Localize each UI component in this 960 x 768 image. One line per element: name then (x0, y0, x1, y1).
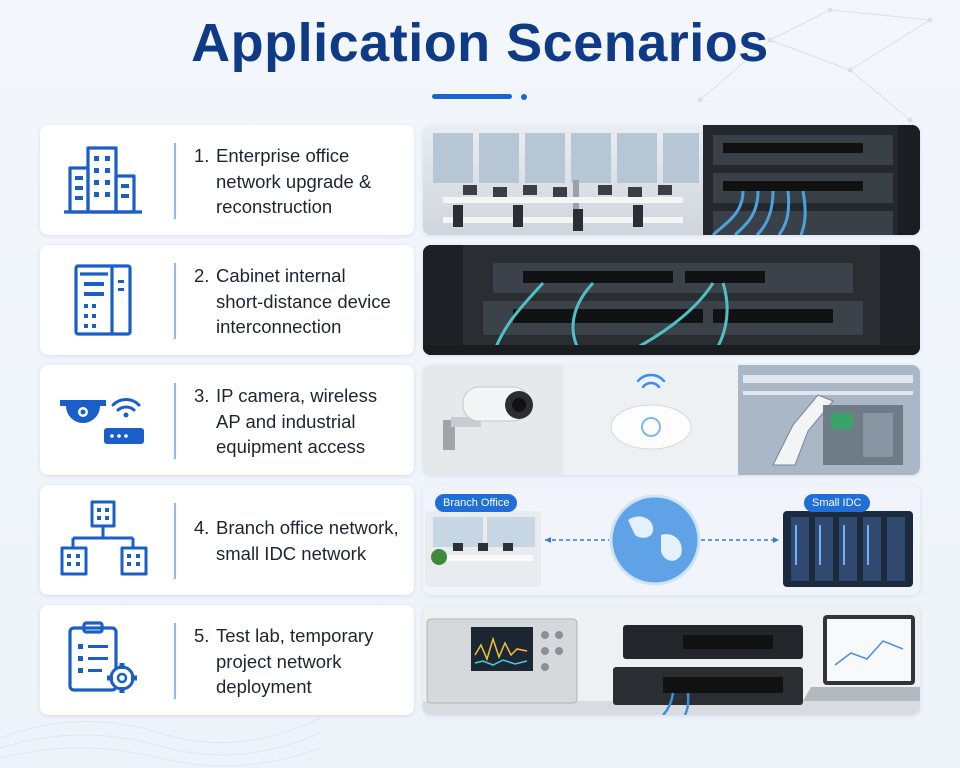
card-divider (174, 383, 176, 459)
scenario-text-line: interconnection (216, 316, 342, 337)
scenario-card: 5. Test lab, temporary project network de… (40, 605, 414, 715)
scenario-row-4: 4. Branch office network, small IDC netwo… (40, 485, 920, 595)
card-divider (174, 623, 176, 699)
clipboard-gear-icon (58, 620, 148, 700)
scenario-label: 2. Cabinet internal short-distance device… (194, 263, 406, 340)
scenario-card: 2. Cabinet internal short-distance device… (40, 245, 414, 355)
page-title: Application Scenarios (191, 13, 769, 73)
scenario-text-line: deployment (216, 676, 312, 697)
scenario-text-line: Test lab, temporary (216, 625, 374, 646)
scenario-text-line: AP and industrial (216, 410, 356, 432)
scenario-row-3: 3.IP camera, wireless AP and industrial … (40, 365, 920, 475)
scenario-row-5: 5. Test lab, temporary project network de… (40, 605, 920, 715)
scenario-text-line: short-distance device (216, 290, 391, 312)
camera-ap-robot-photo (423, 365, 920, 475)
scenario-number: 2. (194, 265, 210, 286)
rack-switch-cabling-photo (423, 245, 920, 355)
scenario-text-line: Cabinet internal (216, 265, 346, 286)
scenario-label: 1. Enterprise office network upgrade & re… (194, 143, 406, 220)
small-idc-tag: Small IDC (804, 494, 870, 512)
scenario-card: 3.IP camera, wireless AP and industrial … (40, 365, 414, 475)
scenario-text-line: Enterprise office (216, 145, 350, 166)
scenario-number: 5. (194, 625, 210, 646)
scenario-text-line: reconstruction (216, 196, 333, 217)
title-dot (521, 94, 527, 100)
scenario-label: 3.IP camera, wireless AP and industrial … (194, 383, 406, 460)
scenario-number: 1. (194, 145, 210, 166)
card-divider (174, 143, 176, 219)
branch-office-tag: Branch Office (435, 494, 518, 512)
scenario-text-line: small IDC network (216, 542, 367, 564)
scenario-label: 5. Test lab, temporary project network de… (194, 623, 406, 700)
scenario-text-line: network upgrade & (216, 170, 372, 192)
scenario-card: 1. Enterprise office network upgrade & re… (40, 125, 414, 235)
scenario-number: 4. (194, 517, 210, 538)
camera-and-wifi-router-icon (58, 380, 148, 460)
scenario-label: 4. Branch office network, small IDC netwo… (194, 515, 406, 566)
branch-network-icon (58, 500, 148, 580)
title-underline (432, 94, 512, 99)
background-wave-pattern (0, 717, 320, 767)
scenario-text-line: IP camera, wireless (216, 385, 378, 406)
background-network-pattern (697, 7, 933, 123)
scenario-card: 4. Branch office network, small IDC netwo… (40, 485, 414, 595)
scenario-text-line: Branch office network, (216, 517, 399, 538)
card-divider (174, 263, 176, 339)
office-building-icon (58, 140, 148, 220)
scenario-number: 3. (194, 385, 210, 406)
scenario-row-2: 2. Cabinet internal short-distance device… (40, 245, 920, 355)
scenario-row-1: 1. Enterprise office network upgrade & re… (40, 125, 920, 235)
scenario-text-line: project network (216, 650, 342, 672)
branch-to-idc-diagram-photo: Branch Office Small IDC (423, 485, 920, 595)
test-lab-equipment-photo (423, 605, 920, 715)
server-cabinet-icon (58, 260, 148, 340)
office-and-switch-rack-photo (423, 125, 920, 235)
card-divider (174, 503, 176, 579)
scenario-text-line: equipment access (216, 436, 366, 457)
